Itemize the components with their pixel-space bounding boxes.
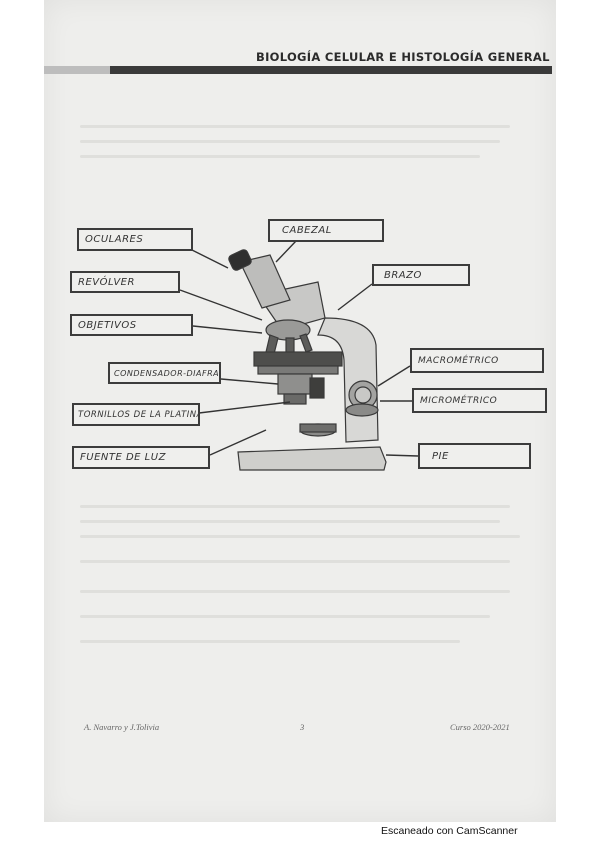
label-cabezal: CABEZAL: [268, 219, 384, 242]
label-pie: PIE: [418, 443, 531, 469]
label-oculares: OCULARES: [77, 228, 193, 251]
label-condensador: CONDENSADOR-DIAFRAG: [108, 362, 221, 384]
microscope-illustration: [228, 249, 387, 471]
scanner-watermark: Escaneado con CamScanner: [381, 825, 518, 837]
label-revolver: REVÓLVER: [70, 271, 180, 293]
header-rule-light: [44, 66, 110, 74]
footer-course: Curso 2020-2021: [450, 722, 510, 732]
header-rule: [110, 66, 552, 74]
label-brazo: BRAZO: [372, 264, 470, 286]
label-tornillos: TORNILLOS DE LA PLATINA: [72, 403, 200, 426]
leader-lines: [179, 240, 419, 457]
footer-page-number: 3: [300, 722, 305, 732]
footer-authors: A. Navarro y J.Tolivia: [84, 722, 160, 732]
label-objetivos: OBJETIVOS: [70, 314, 193, 336]
label-micrometrico: MICROMÉTRICO: [412, 388, 547, 413]
label-fuente-luz: FUENTE DE LUZ: [72, 446, 210, 469]
label-macrometrico: MACROMÉTRICO: [410, 348, 544, 373]
page-title: BIOLOGÍA CELULAR E HISTOLOGÍA GENERAL: [256, 50, 550, 64]
